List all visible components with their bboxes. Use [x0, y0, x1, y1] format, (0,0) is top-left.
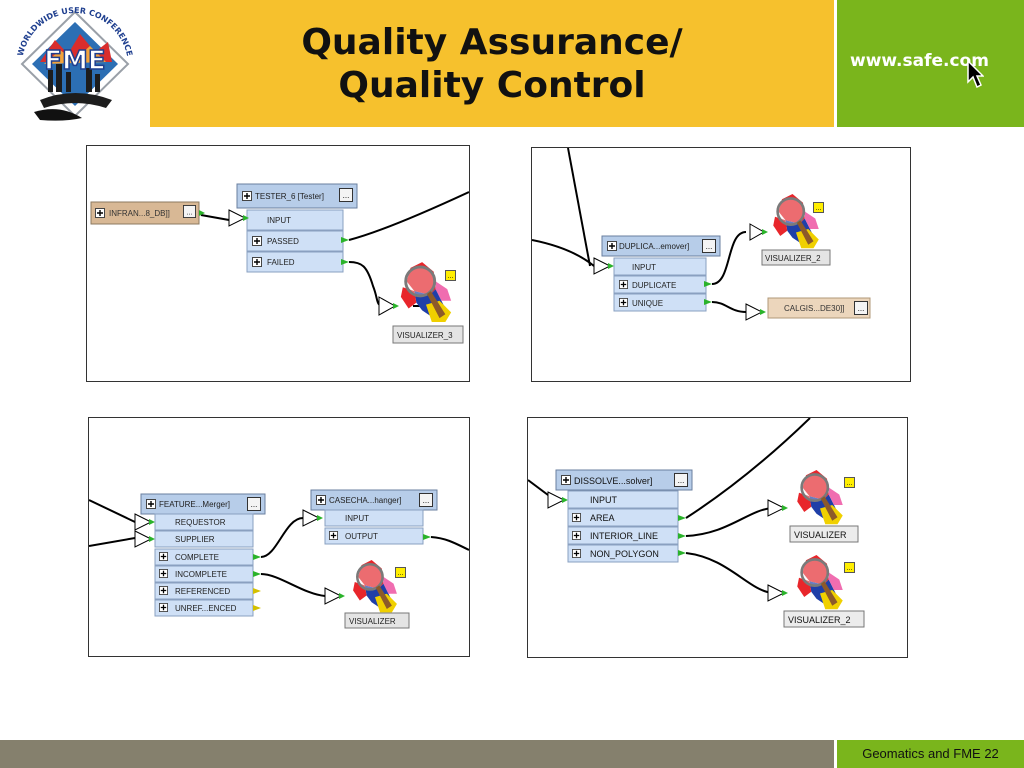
visualizer-3[interactable]: VISUALIZER_3 [378, 262, 464, 344]
duplicate-remover-transformer[interactable]: DUPLICA...emover] INPUT DUPLICATE UNIQUE [593, 235, 721, 312]
svg-text:REFERENCED: REFERENCED [175, 587, 230, 596]
website-link[interactable]: www.safe.com [850, 51, 989, 71]
svg-text:VISUALIZER_3: VISUALIZER_3 [397, 331, 453, 340]
expand-icon[interactable] [619, 298, 628, 307]
reader-infran[interactable]: INFRAN...8_DB]] [90, 201, 205, 225]
expand-icon[interactable] [572, 549, 581, 558]
ellipsis-icon[interactable] [395, 567, 406, 578]
expand-icon[interactable] [252, 257, 262, 267]
ellipsis-icon[interactable] [854, 301, 868, 315]
expand-icon[interactable] [561, 475, 571, 485]
expand-icon[interactable] [329, 531, 338, 540]
svg-text:VISUALIZER: VISUALIZER [349, 617, 396, 626]
writer-calgis[interactable]: CALGIS...DE30]] [745, 297, 871, 321]
svg-text:INPUT: INPUT [345, 514, 369, 523]
visualizer-2[interactable]: VISUALIZER_2 [749, 194, 831, 266]
visualizer-icon [795, 470, 845, 526]
expand-icon[interactable] [252, 236, 262, 246]
expand-icon[interactable] [159, 552, 168, 561]
svg-text:DUPLICA...emover]: DUPLICA...emover] [619, 242, 689, 251]
ellipsis-icon[interactable] [813, 202, 824, 213]
visualizer-merger[interactable]: VISUALIZER [324, 560, 410, 629]
ellipsis-icon[interactable] [339, 188, 353, 202]
svg-text:UNIQUE: UNIQUE [632, 299, 663, 308]
ellipsis-icon[interactable] [702, 239, 716, 253]
svg-text:CASECHA...hanger]: CASECHA...hanger] [329, 496, 401, 505]
svg-text:INPUT: INPUT [267, 216, 291, 225]
footer-text: Geomatics and FME 22 [837, 740, 1024, 768]
ellipsis-icon[interactable] [247, 497, 261, 511]
case-changer-transformer[interactable]: CASECHA...hanger] INPUT OUTPUT [302, 489, 438, 545]
expand-icon[interactable] [316, 495, 326, 505]
header-brand-band [837, 0, 1024, 127]
svg-text:UNREF...ENCED: UNREF...ENCED [175, 604, 237, 613]
svg-text:INFRAN...8_DB]]: INFRAN...8_DB]] [109, 209, 170, 218]
ellipsis-icon[interactable] [183, 205, 196, 218]
svg-text:NON_POLYGON: NON_POLYGON [590, 549, 659, 559]
svg-text:DUPLICATE: DUPLICATE [632, 281, 676, 290]
ellipsis-icon[interactable] [674, 473, 688, 487]
expand-icon[interactable] [159, 603, 168, 612]
expand-icon[interactable] [607, 241, 617, 251]
visualizer-icon [771, 194, 821, 250]
svg-text:AREA: AREA [590, 513, 615, 523]
expand-icon[interactable] [572, 513, 581, 522]
title-line-2: Quality Control [338, 64, 646, 106]
footer-band [0, 740, 834, 768]
tester-workspace-panel: INFRAN...8_DB]] TESTER_6 [Tester] INPUT … [86, 145, 470, 382]
expand-icon[interactable] [159, 569, 168, 578]
expand-icon[interactable] [159, 586, 168, 595]
svg-text:INTERIOR_LINE: INTERIOR_LINE [590, 531, 658, 541]
conference-logo: WORLDWIDE USER CONFERENCE FME [0, 0, 150, 127]
slide-title: Quality Assurance/ Quality Control [150, 0, 834, 127]
expand-icon[interactable] [95, 208, 105, 218]
ellipsis-icon[interactable] [844, 477, 855, 488]
arrow-cursor-icon [967, 60, 984, 88]
svg-text:INPUT: INPUT [590, 495, 618, 505]
svg-text:DISSOLVE...solver]: DISSOLVE...solver] [574, 476, 652, 486]
expand-icon[interactable] [572, 531, 581, 540]
visualizer-icon [399, 262, 453, 324]
svg-text:FME: FME [44, 46, 105, 76]
visualizer-icon [351, 560, 399, 614]
feature-merger-transformer[interactable]: FEATURE...Merger] REQUESTOR SUPPLIER COM… [134, 493, 266, 617]
ellipsis-icon[interactable] [445, 270, 456, 281]
svg-text:SUPPLIER: SUPPLIER [175, 535, 215, 544]
svg-text:REQUESTOR: REQUESTOR [175, 518, 226, 527]
duplicate-remover-panel: DUPLICA...emover] INPUT DUPLICATE UNIQUE… [531, 147, 911, 382]
svg-text:VISUALIZER_2: VISUALIZER_2 [765, 254, 821, 263]
expand-icon[interactable] [242, 191, 252, 201]
expand-icon[interactable] [146, 499, 156, 509]
feature-merger-panel: FEATURE...Merger] REQUESTOR SUPPLIER COM… [88, 417, 470, 657]
header-separator [834, 0, 837, 127]
visualizer-dissolve-b[interactable]: VISUALIZER_2 [767, 555, 865, 628]
svg-text:PASSED: PASSED [267, 237, 299, 246]
svg-text:FEATURE...Merger]: FEATURE...Merger] [159, 500, 230, 509]
visualizer-icon [795, 555, 845, 611]
tester-transformer[interactable]: TESTER_6 [Tester] INPUT PASSED FAILED [228, 183, 358, 273]
svg-text:COMPLETE: COMPLETE [175, 553, 219, 562]
svg-text:VISUALIZER_2: VISUALIZER_2 [788, 615, 851, 625]
expand-icon[interactable] [619, 280, 628, 289]
svg-text:INPUT: INPUT [632, 263, 656, 272]
visualizer-dissolve-a[interactable]: VISUALIZER [767, 470, 859, 543]
svg-text:INCOMPLETE: INCOMPLETE [175, 570, 227, 579]
ellipsis-icon[interactable] [844, 562, 855, 573]
svg-text:FAILED: FAILED [267, 258, 295, 267]
dissolver-transformer[interactable]: DISSOLVE...solver] INPUT AREA INTERIOR_L… [547, 469, 693, 563]
ellipsis-icon[interactable] [419, 493, 433, 507]
title-line-1: Quality Assurance/ [301, 21, 683, 63]
svg-text:VISUALIZER: VISUALIZER [794, 530, 847, 540]
svg-text:OUTPUT: OUTPUT [345, 532, 378, 541]
fme-world-user-conference-logo-icon: WORLDWIDE USER CONFERENCE FME [16, 6, 134, 121]
svg-text:CALGIS...DE30]]: CALGIS...DE30]] [784, 304, 844, 313]
dissolver-panel: DISSOLVE...solver] INPUT AREA INTERIOR_L… [527, 417, 908, 658]
svg-text:TESTER_6 [Tester]: TESTER_6 [Tester] [255, 192, 324, 201]
